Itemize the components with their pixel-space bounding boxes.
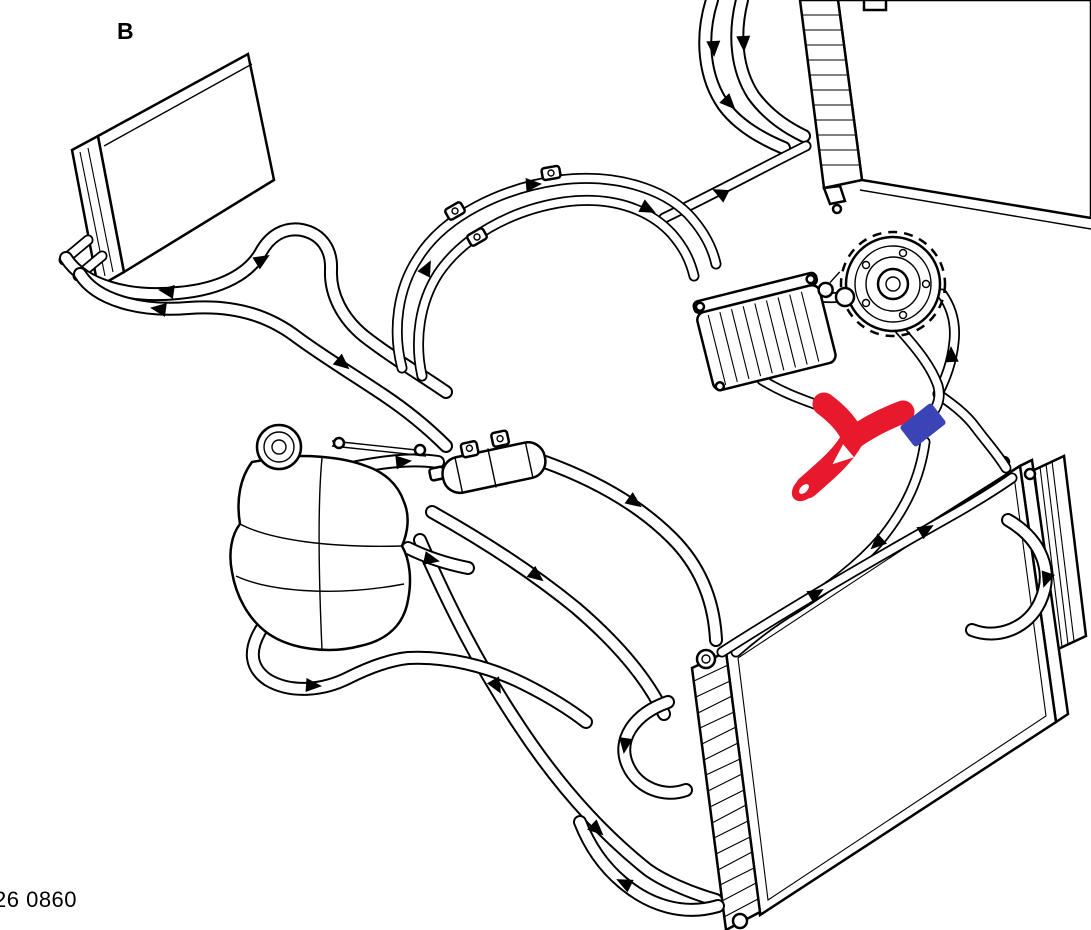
- flow-arrow: [944, 346, 959, 363]
- flow-arrow: [870, 533, 888, 550]
- flow-arrow: [619, 737, 633, 754]
- flow-arrow: [736, 35, 751, 52]
- flow-arrow: [252, 254, 270, 270]
- flow-arrow: [706, 40, 721, 57]
- flow-arrow: [395, 455, 412, 470]
- center-hose: [538, 455, 723, 647]
- flow-arrows: [150, 35, 1055, 893]
- pipe-mounting-tabs: [444, 164, 562, 247]
- radiator-bracket: [822, 184, 847, 206]
- flow-arrow: [332, 353, 350, 370]
- flow-arrow: [158, 285, 175, 299]
- top-radiator: [798, 0, 1091, 230]
- flow-arrow: [586, 819, 604, 836]
- flow-arrow: [806, 588, 824, 604]
- radiator-mount-pin: [1023, 467, 1037, 481]
- highlighted-hose-red: [791, 392, 915, 502]
- highlighted-connector-blue: [900, 403, 946, 447]
- center-hose: [425, 505, 671, 721]
- flow-arrow: [624, 492, 642, 508]
- flow-arrow: [916, 524, 934, 540]
- top-radiator-tank-ribs: [802, 14, 860, 166]
- flow-arrow: [616, 879, 634, 893]
- figure-number: 26 0860: [0, 887, 78, 912]
- main-radiator-tank-ribs: [693, 664, 759, 918]
- flow-arrow: [1041, 570, 1055, 588]
- flow-arrow: [526, 565, 544, 582]
- tank-bracket: [331, 440, 427, 452]
- flow-arrow: [638, 199, 656, 213]
- hose-network: [59, 0, 1053, 917]
- heater-core: [58, 52, 276, 289]
- flow-arrow: [712, 189, 730, 203]
- flow-arrow: [417, 260, 431, 278]
- flow-arrow: [525, 177, 542, 192]
- flow-arrow: [486, 676, 501, 694]
- radiator-filler-cap: [862, 0, 888, 12]
- flow-arrow: [719, 93, 736, 110]
- water-pump: [834, 230, 947, 338]
- oil-cooler-fitting: [817, 281, 834, 299]
- coolant-pipe-connector: [428, 429, 547, 495]
- flow-arrow: [305, 678, 322, 693]
- oil-cooler: [692, 271, 841, 392]
- expansion-tank: [229, 423, 427, 652]
- radiator-inlet-fitting: [695, 648, 717, 670]
- section-label: B: [117, 18, 134, 44]
- flow-arrow: [150, 303, 167, 317]
- flow-arrow: [422, 551, 440, 565]
- coolant-pipe-frame: [413, 194, 700, 382]
- red-hose-flow-arrow: [832, 444, 855, 465]
- radiator-foot: [731, 912, 749, 930]
- water-pump-inlet: [834, 286, 856, 308]
